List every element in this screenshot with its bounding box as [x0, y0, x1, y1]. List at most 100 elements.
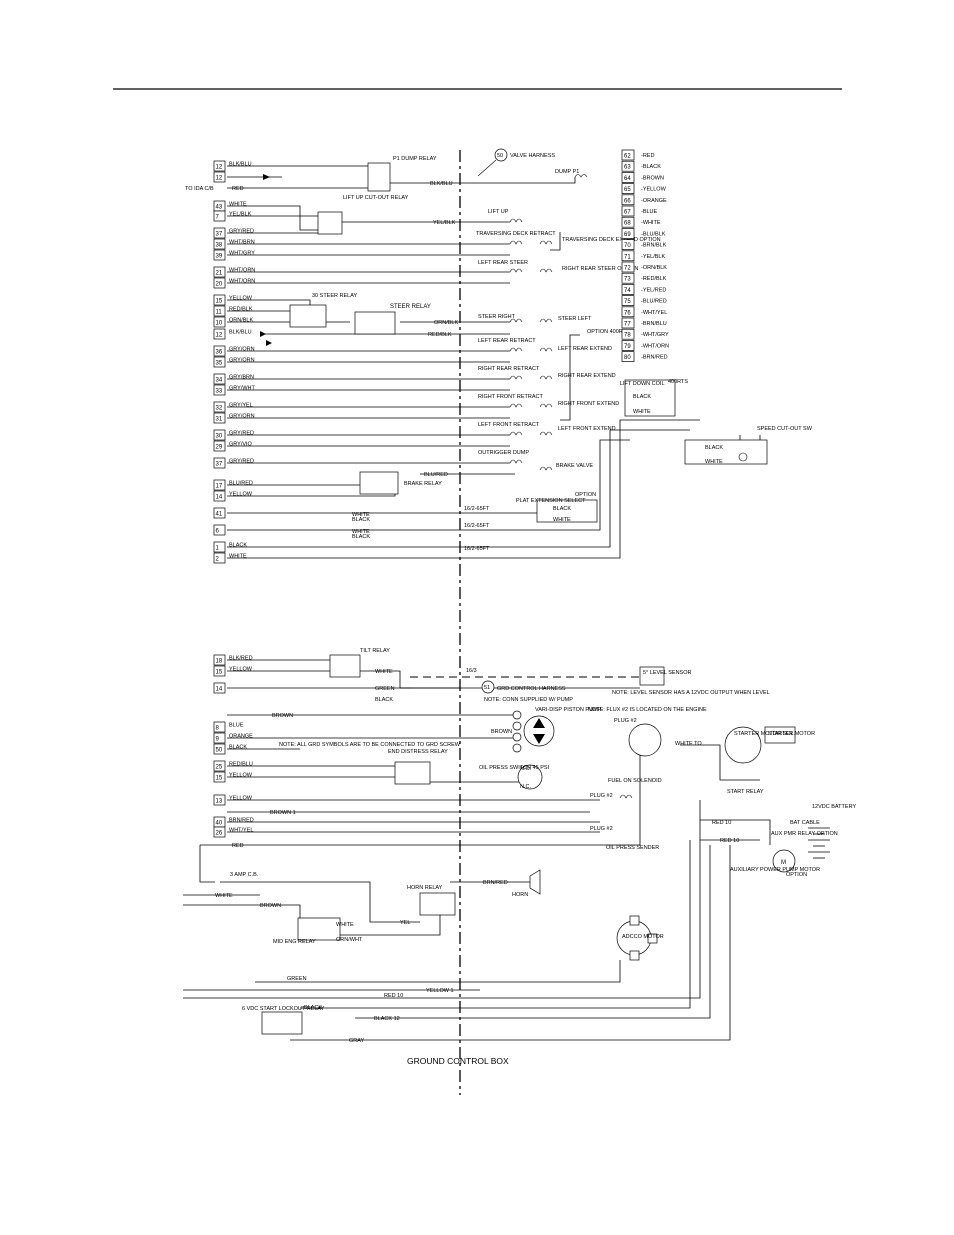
traversing-retract-label: TRAVERSING DECK RETRACT — [476, 231, 556, 237]
terminal-wire-color: WHT/ORN — [229, 279, 255, 285]
cable-black-label-2: BLACK — [352, 534, 370, 540]
horn-relay-label: HORN RELAY — [407, 885, 443, 891]
bat-cable-label: BAT CABLE — [790, 820, 820, 826]
connector-terminal: 6 — [213, 524, 226, 536]
aux-motor-label: AUXILIARY POWER PUMP MOTOR — [730, 867, 820, 873]
legend-item: 80-BRN/RED — [621, 351, 668, 362]
terminal-number: 10 — [216, 321, 223, 327]
connector-terminal: 12 BLK/BLU — [213, 160, 252, 172]
vari-pump-label: VARI-DISP PISTON PUMP — [535, 707, 602, 713]
cable-label-1: 16/2-65FT — [464, 506, 490, 512]
legend-item: 75 -BLU/RED — [621, 295, 667, 306]
terminal-wire-color: GRY/ORN — [229, 358, 255, 364]
legend-item: 67-BLUE — [621, 205, 658, 217]
legend-number: 62 — [624, 154, 631, 160]
terminal-number: 35 — [216, 361, 223, 367]
terminal-wire-color: BLU/RED — [229, 481, 253, 487]
legend-color: -BRN/RED — [641, 355, 668, 361]
grd-note: NOTE: ALL GRD SYMBOLS ARE TO BE CONNECTE… — [279, 742, 461, 748]
legend-number: 65 — [624, 187, 631, 193]
starter-motor-label: STARTER MOTOR — [768, 731, 815, 737]
yellow1-label: YELLOW 1 — [426, 988, 454, 994]
terminal-wire-color: ORN/BLK — [229, 318, 253, 324]
legend-color: -BRN/BLU — [641, 321, 667, 327]
legend-item: 68-WHITE — [621, 216, 661, 228]
terminal-wire-color: GRY/BRN — [229, 375, 254, 381]
terminal-wire-color: ORANGE — [229, 734, 253, 740]
terminal-wire-color: WHT/ORN — [229, 268, 255, 274]
traversing-extend-label: TRAVERSING DECK EXTEND OPTION — [562, 237, 661, 243]
legend-number: 77 — [624, 322, 631, 328]
terminal-wire-color: GRY/WHT — [229, 386, 256, 392]
legend-item: 63-BLACK — [621, 160, 661, 172]
legend-color: -BLU/RED — [641, 299, 667, 305]
terminal-number: 34 — [216, 378, 223, 384]
legend-color: -BRN/BLK — [641, 243, 667, 249]
lift-up-label: LIFT UP — [488, 209, 509, 215]
connector-terminal: 35 GRY/ORN — [213, 356, 255, 368]
level-sensor-label: 5° LEVEL SENSOR — [643, 670, 691, 676]
mid-white-label: WHITE — [336, 922, 354, 928]
red-blk-label: RED/BLK — [428, 332, 452, 338]
legend-number: 75 — [624, 299, 631, 305]
tilt-black-label: BLACK — [375, 697, 393, 703]
tilt-white-label: WHITE — [375, 669, 393, 675]
terminal-number: 1 — [216, 546, 220, 552]
plat-ext-label: PLAT EXTENSION SELECT — [516, 498, 586, 504]
outrigger-dump-label: OUTRIGGER DUMP — [478, 450, 529, 456]
terminal-number: 18 — [216, 659, 223, 665]
terminal-number: 15 — [216, 776, 223, 782]
legend-item: 79-WHT/ORN — [621, 340, 669, 351]
legend-color: -WHT/ORN — [641, 343, 669, 349]
terminal-wire-color: YELLOW — [229, 296, 253, 302]
horn-brn-red-label: BRN/RED — [483, 880, 508, 886]
left-rear-extend-label: LEFT REAR EXTEND — [558, 346, 612, 352]
terminal-wire-color: GRY/RED — [229, 229, 254, 235]
terminal-number: 15 — [216, 299, 223, 305]
right-front-retract-label: RIGHT FRONT RETRACT — [478, 394, 544, 400]
cable-black-label-1: BLACK — [352, 517, 370, 523]
conn-supplied-note: NOTE: CONN SUPPLIED W/ PUMP — [484, 697, 573, 703]
left-rear-steer-label: LEFT REAR STEER — [478, 260, 528, 266]
oil-sender-label: OIL PRESS SENDER — [606, 845, 659, 851]
legend-item: 62-RED — [621, 149, 654, 161]
steer-right-label: STEER RIGHT — [478, 314, 516, 320]
terminal-number: 31 — [216, 417, 223, 423]
plug2-mid-label: PLUG #2 — [590, 793, 613, 799]
terminal-wire-color: YEL/BLK — [229, 212, 252, 218]
legend-number: 74 — [624, 288, 631, 294]
terminal-number: 13 — [216, 799, 223, 805]
terminal-wire-color: RED/BLU — [229, 762, 253, 768]
terminal-number: 2 — [216, 557, 220, 563]
terminal-number: 15 — [216, 670, 223, 676]
cable-label-3: 16/2-65FT — [464, 546, 490, 552]
brake-valve-label: BRAKE VALVE — [556, 463, 593, 469]
terminal-number: 12 — [216, 165, 223, 171]
legend-number: 72 — [624, 266, 631, 272]
legend-color: -YEL/RED — [641, 287, 666, 293]
plug2-top-label: PLUG #2 — [614, 718, 637, 724]
terminal-wire-color: BLK/BLU — [229, 162, 252, 168]
terminal-number: 14 — [216, 495, 223, 501]
wire-color-legend: 62-RED63-BLACK64-BROWN65-YELLOW66-ORANGE… — [621, 149, 669, 362]
oil-switch-label: OIL PRESS SWITCH 45 PSI — [479, 765, 550, 771]
lift-down-white-label: WHITE — [633, 409, 651, 415]
battery-symbol — [808, 827, 830, 859]
orn-blk-label: ORN/BLK — [434, 320, 458, 326]
plat-option-label: OPTION — [575, 492, 596, 498]
terminal-number: 37 — [216, 232, 223, 238]
legend-item: 65-YELLOW — [621, 183, 667, 194]
connector-terminal: 34 GRY/BRN — [213, 373, 254, 385]
terminal-wire-color: WHT/BRN — [229, 240, 255, 246]
terminal-number: 20 — [216, 282, 223, 288]
legend-number: 71 — [624, 254, 631, 260]
legend-number: 68 — [624, 221, 631, 227]
